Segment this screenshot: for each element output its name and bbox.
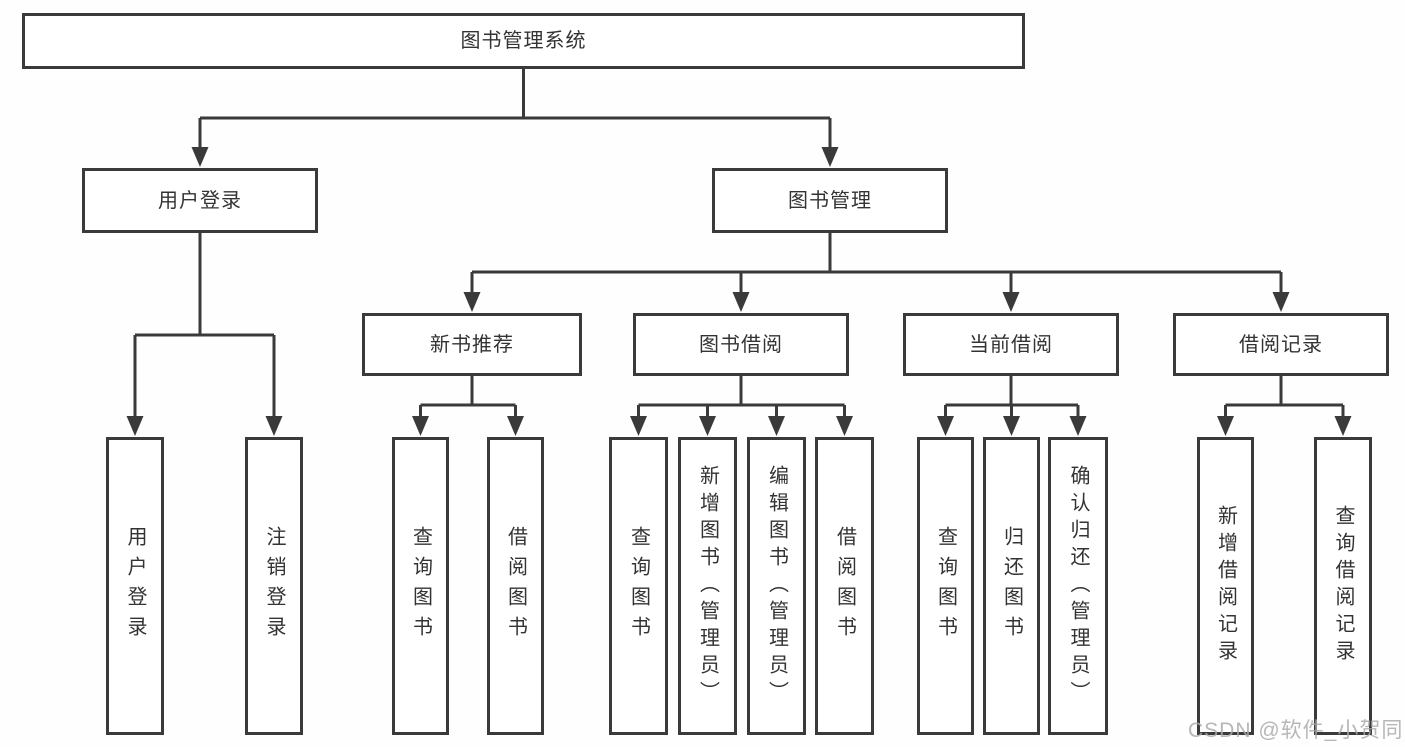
node-book-borrowing: 图书借阅 xyxy=(633,313,849,376)
node-leaf-query-borrow-record: 查询借阅记录 xyxy=(1314,437,1372,735)
node-leaf-add-borrow-record: 新增借阅记录 xyxy=(1197,437,1254,735)
node-leaf-query-books-current: 查询图书 xyxy=(917,437,974,735)
node-leaf-confirm-return-admin: 确认归还（管理员） xyxy=(1048,437,1108,735)
node-new-book-recommendation: 新书推荐 xyxy=(362,313,582,376)
node-leaf-add-books-admin: 新增图书（管理员） xyxy=(678,437,737,735)
node-root-library-management-system: 图书管理系统 xyxy=(22,13,1025,69)
node-leaf-return-books: 归还图书 xyxy=(983,437,1040,735)
node-leaf-query-books-borrow: 查询图书 xyxy=(609,437,668,735)
node-leaf-borrow-books-recommend: 借阅图书 xyxy=(487,437,544,735)
node-book-management-group: 图书管理 xyxy=(712,168,948,233)
node-current-borrowing: 当前借阅 xyxy=(903,313,1119,376)
watermark: CSDN @软件_小贺同学 xyxy=(1188,719,1404,742)
node-leaf-logout: 注销登录 xyxy=(245,437,303,735)
node-leaf-user-login: 用户登录 xyxy=(106,437,164,735)
node-leaf-borrow-books: 借阅图书 xyxy=(815,437,874,735)
node-borrowing-records: 借阅记录 xyxy=(1173,313,1389,376)
node-leaf-edit-books-admin: 编辑图书（管理员） xyxy=(747,437,806,735)
node-user-login-group: 用户登录 xyxy=(82,168,318,233)
node-leaf-query-books-recommend: 查询图书 xyxy=(392,437,449,735)
